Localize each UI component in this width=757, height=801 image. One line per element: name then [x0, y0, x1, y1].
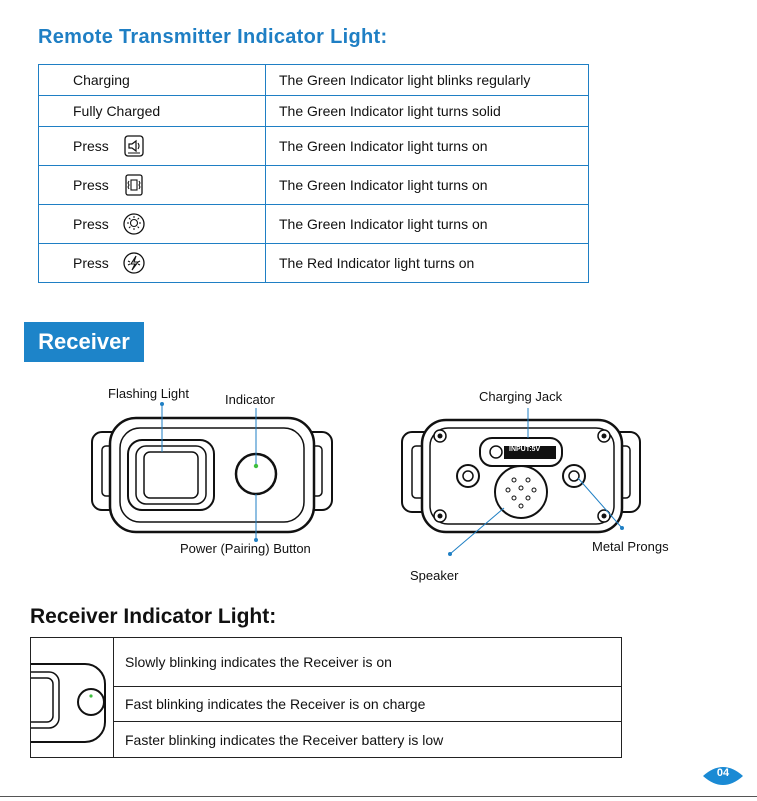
row-description: The Green Indicator light turns on: [265, 126, 589, 166]
remote-indicator-table: Charging The Green Indicator light blink…: [38, 64, 589, 283]
speaker-button-icon: [124, 135, 144, 157]
flashing-light-label: Flashing Light: [108, 386, 189, 401]
row-label: Press: [73, 255, 109, 271]
row-description: The Green Indicator light turns solid: [265, 95, 589, 127]
table-row: Fully Charged The Green Indicator light …: [38, 95, 589, 127]
light-bulb-button-icon: [123, 213, 145, 235]
remote-transmitter-title: Remote Transmitter Indicator Light:: [38, 26, 388, 48]
vibration-button-icon: [125, 174, 143, 196]
receiver-front-illustration: [91, 402, 333, 542]
page-number-badge: [703, 767, 743, 785]
charging-jack-label: Charging Jack: [479, 389, 563, 404]
receiver-indicator-row: Faster blinking indicates the Receiver b…: [125, 731, 444, 748]
receiver-indicator-table: Slowly blinking indicates the Receiver i…: [30, 637, 622, 758]
receiver-thumbnail: [31, 638, 114, 757]
row-description: The Green Indicator light turns on: [265, 204, 589, 244]
indicator-label: Indicator: [225, 392, 275, 407]
receiver-banner: Receiver: [24, 322, 144, 362]
page-number: 04: [716, 767, 730, 779]
receiver-indicator-title: Receiver Indicator Light:: [30, 605, 277, 628]
speaker-label: Speaker: [410, 568, 459, 583]
table-row: Press The Red Indicator light turns on: [38, 243, 589, 283]
power-button-label: Power (Pairing) Button: [180, 541, 311, 556]
row-label: Charging: [38, 64, 266, 96]
table-row: Charging The Green Indicator light blink…: [38, 64, 589, 96]
row-description: The Red Indicator light turns on: [265, 243, 589, 283]
receiver-thumbnail-illustration: [31, 663, 106, 743]
row-description: The Green Indicator light turns on: [265, 165, 589, 205]
receiver-indicator-row: Fast blinking indicates the Receiver is …: [114, 687, 621, 722]
indicator-light: [253, 463, 259, 469]
receiver-indicator-row: Slowly blinking indicates the Receiver i…: [114, 638, 621, 687]
shock-button-icon: [123, 252, 145, 274]
row-label: Fully Charged: [38, 95, 266, 127]
table-row: Press The Green Indicator light turns on: [38, 204, 589, 244]
row-label: Press: [73, 138, 109, 154]
bottom-rule: [0, 796, 757, 797]
input-marking: INPUT:5V: [509, 446, 541, 453]
row-label: Press: [73, 216, 109, 232]
metal-prongs-label: Metal Prongs: [592, 539, 669, 554]
receiver-back-illustration: [401, 408, 641, 556]
row-label: Press: [73, 177, 109, 193]
table-row: Press The Green Indicator light turns on: [38, 126, 589, 166]
table-row: Press The Green Indicator light turns on: [38, 165, 589, 205]
row-description: The Green Indicator light blinks regular…: [265, 64, 589, 96]
